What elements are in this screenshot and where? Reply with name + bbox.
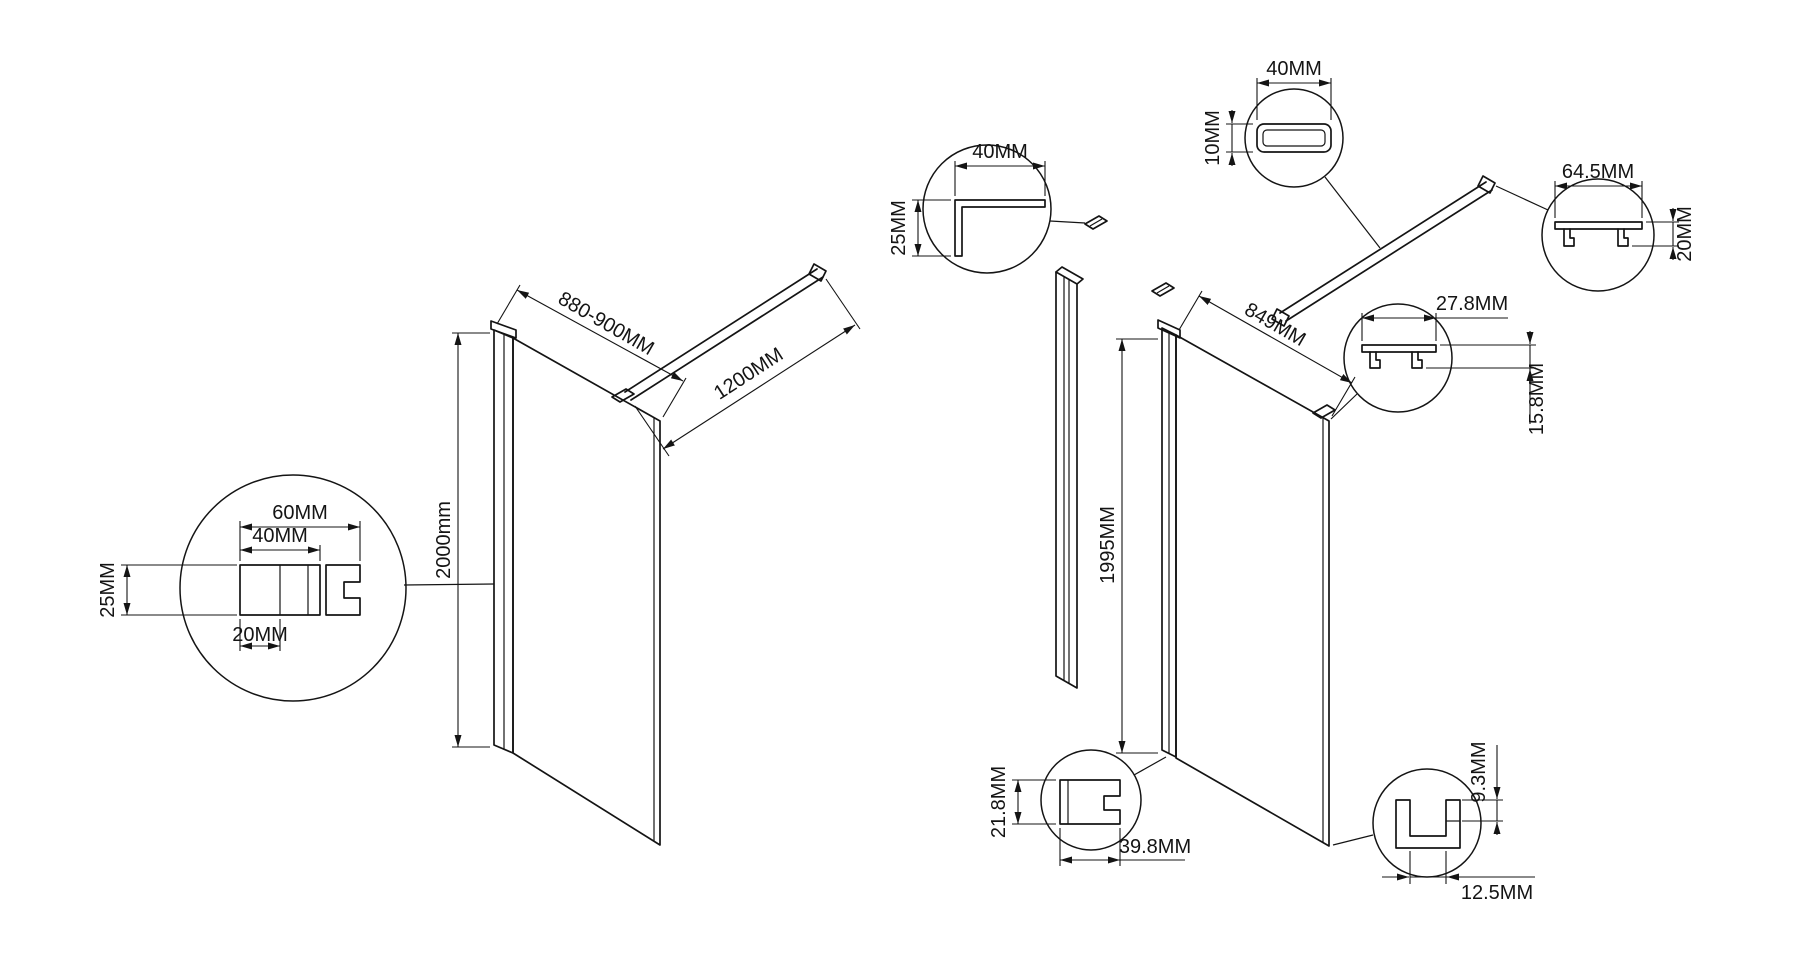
bracket-hook xyxy=(1563,228,1575,247)
leader-line xyxy=(1133,756,1167,776)
ext-line xyxy=(825,278,861,330)
bar-clamp xyxy=(611,388,635,403)
strip-top-cap xyxy=(1055,266,1084,285)
ext-line xyxy=(1331,376,1356,417)
corner-piece-line xyxy=(1089,218,1103,227)
dim-label-20: 20MM xyxy=(232,624,288,646)
dim-label-218: 21.8MM xyxy=(988,766,1010,838)
clamp-piece-outline xyxy=(1151,282,1175,297)
dim-label-20: 20MM xyxy=(1674,206,1696,262)
profile-body-section xyxy=(239,564,321,616)
ext-line xyxy=(496,284,521,325)
detail-bottom-channel: 9.3MM 12.5MM xyxy=(1332,741,1535,904)
loose-clamp-piece xyxy=(1151,282,1175,297)
dim-label-width: 880-900MM xyxy=(554,288,657,360)
detail-circle xyxy=(1541,178,1655,292)
dim-label-398: 39.8MM xyxy=(1119,836,1191,858)
detail-bar-end-bracket: 64.5MM 20MM xyxy=(1495,161,1696,292)
dim-label-corner-25: 25MM xyxy=(888,200,910,256)
bar-line-top xyxy=(1279,181,1487,314)
strip-outline xyxy=(1055,271,1078,689)
leader-line xyxy=(1330,393,1358,420)
dimension-height-1995: 1995MM xyxy=(1097,338,1158,754)
leader-line xyxy=(403,583,495,586)
right-assembly: 849MM 1995MM 40MM 25MM xyxy=(888,58,1696,904)
dim-label-849: 849MM xyxy=(1241,299,1310,351)
detail-corner-profile: 40MM 25MM xyxy=(888,141,1086,274)
tube-inner-section xyxy=(1262,129,1326,147)
detail-wall-channel: 21.8MM 39.8MM xyxy=(988,749,1191,866)
detail-bar-tube: 40MM 10MM xyxy=(1202,58,1381,249)
detail-wall-profile-section: 60MM 40MM 25MM 20MM xyxy=(97,474,495,702)
dim-label-corner-40: 40MM xyxy=(972,141,1028,163)
bar-line-top xyxy=(624,268,818,393)
dim-label-height: 2000mm xyxy=(433,501,455,579)
glass-panel-exploded xyxy=(1175,334,1336,847)
bar-end-cap xyxy=(808,263,827,282)
wall-profile-cap xyxy=(490,320,517,339)
wall-channel-section xyxy=(1059,779,1121,825)
glass-panel xyxy=(512,337,661,846)
dimension-width-880-900: 880-900MM xyxy=(496,284,687,418)
leader-line xyxy=(1332,834,1374,846)
clamp-hook xyxy=(1369,351,1381,369)
profile-hook-section xyxy=(325,564,361,616)
dim-label-158: 15.8MM xyxy=(1526,363,1548,435)
leader-line xyxy=(1049,220,1086,224)
bracket-top-bar xyxy=(1554,221,1643,230)
dim-label-125: 12.5MM xyxy=(1461,882,1533,904)
clamp-top-bar xyxy=(1361,344,1437,353)
dim-label-bar: 1200MM xyxy=(710,344,787,405)
tube-outer-section xyxy=(1256,123,1332,153)
leader-line xyxy=(1495,185,1549,211)
dim-label-645: 64.5MM xyxy=(1562,161,1634,183)
left-assembly: 880-900MM 1200MM 2000mm 60MM xyxy=(97,263,861,846)
dim-label-tube-10: 10MM xyxy=(1202,110,1224,166)
dim-label-278: 27.8MM xyxy=(1436,293,1508,315)
dim-label-tube-40: 40MM xyxy=(1266,58,1322,80)
dim-label-25: 25MM xyxy=(97,562,119,618)
detail-circle xyxy=(1040,749,1142,851)
top-corner-bracket xyxy=(1312,404,1336,419)
dim-label-60: 60MM xyxy=(272,502,328,524)
ext-line xyxy=(1178,290,1203,331)
dim-line xyxy=(662,324,856,450)
dim-line xyxy=(1198,295,1353,384)
dim-label-93: 9.3MM xyxy=(1468,741,1490,802)
corner-piece-outline xyxy=(1084,215,1108,230)
detail-circle xyxy=(1343,303,1453,413)
detail-glass-clamp: 27.8MM 15.8MM xyxy=(1330,293,1548,435)
bracket-hook xyxy=(1617,228,1629,247)
seal-strip xyxy=(1055,266,1084,689)
ext-line xyxy=(662,377,687,418)
dimension-height-2000: 2000mm xyxy=(433,332,490,748)
dim-label-40: 40MM xyxy=(252,525,308,547)
loose-corner-piece xyxy=(1084,215,1108,230)
glass-outline xyxy=(1175,334,1330,847)
detail-circle xyxy=(179,474,407,702)
corner-profile-section xyxy=(954,199,1046,257)
dimension-width-849: 849MM xyxy=(1178,290,1356,417)
detail-circle xyxy=(1244,88,1344,188)
detail-circle xyxy=(922,144,1052,274)
leader-line xyxy=(1324,176,1381,249)
dimension-bar-1200: 1200MM xyxy=(634,278,861,457)
dim-line xyxy=(516,289,684,382)
dim-label-1995: 1995MM xyxy=(1097,506,1119,584)
clamp-piece-line xyxy=(1156,285,1170,294)
detail-circle xyxy=(1372,768,1482,878)
clamp-hook xyxy=(1411,351,1423,369)
bar-end-cap xyxy=(1477,175,1496,194)
glass-outline xyxy=(512,337,661,846)
u-channel-section xyxy=(1395,799,1461,849)
